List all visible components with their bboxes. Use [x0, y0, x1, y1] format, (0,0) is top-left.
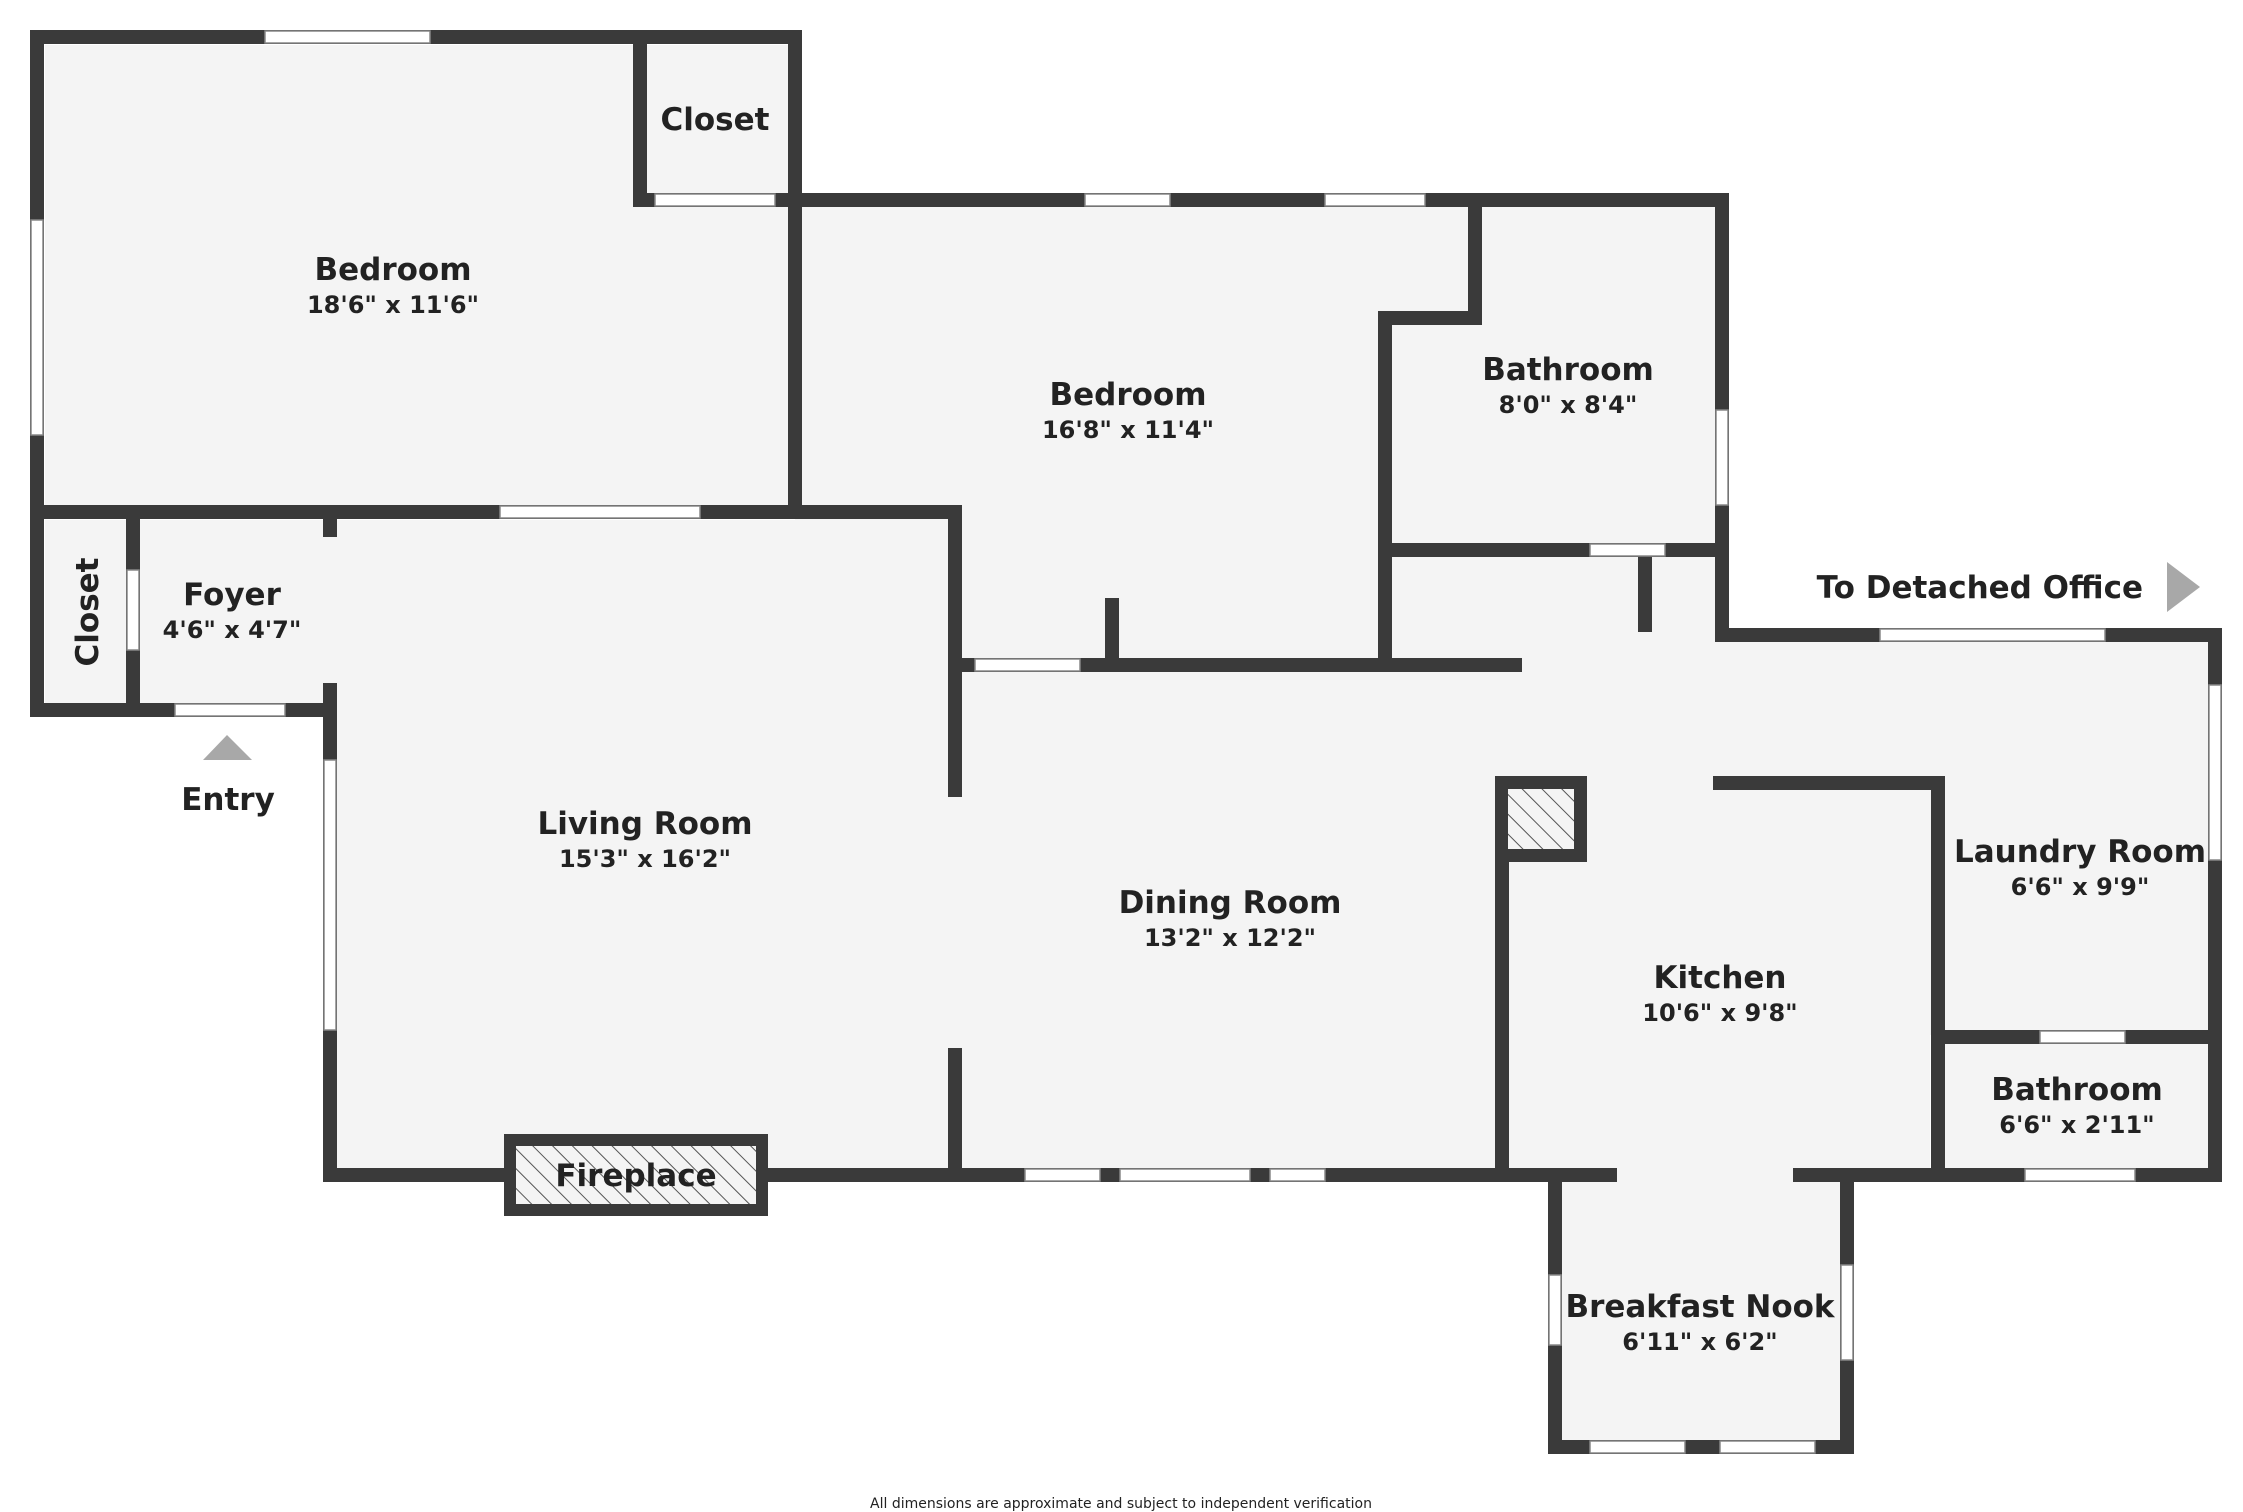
floor-living-room: [335, 520, 960, 1170]
window: [1879, 628, 2106, 642]
window: [2208, 684, 2222, 861]
detached-office-label: To Detached Office: [1817, 570, 2143, 606]
window: [1024, 1168, 1101, 1182]
room-name: Bedroom: [314, 252, 471, 288]
fireplace: Fireplace: [504, 1134, 768, 1216]
window: [1084, 193, 1171, 207]
room-dims: 4'6" x 4'7": [163, 616, 302, 644]
room-name: Breakfast Nook: [1565, 1289, 1835, 1325]
window: [1719, 1440, 1816, 1454]
room-name: Bathroom: [1482, 352, 1654, 388]
window: [1324, 193, 1426, 207]
room-name: Closet: [661, 102, 770, 138]
room-dims: 16'8" x 11'4": [1042, 416, 1214, 444]
room-name: Kitchen: [1653, 960, 1786, 996]
detached-office-arrow-icon: [2167, 562, 2200, 612]
room-name: Dining Room: [1119, 885, 1342, 921]
floor-bathroom-2: [1935, 1040, 2210, 1170]
room-dims: 6'11" x 6'2": [1622, 1328, 1777, 1356]
window: [264, 30, 431, 44]
room-dims: 6'6" x 2'11": [1999, 1111, 2154, 1139]
entry-arrow-icon: [203, 735, 252, 760]
room-name: Bedroom: [1049, 377, 1206, 413]
window: [2024, 1168, 2136, 1182]
room-dims: 6'6" x 9'9": [2011, 873, 2150, 901]
window: [1840, 1264, 1854, 1361]
floor-foyer: [140, 520, 335, 705]
room-dims: 13'2" x 12'2": [1144, 924, 1316, 952]
floor-dining-room: [960, 665, 1505, 1170]
window: [1269, 1168, 1326, 1182]
room-name: Closet: [70, 557, 106, 666]
floor-closet-2: [45, 520, 130, 705]
door-opening: [174, 703, 286, 717]
room-dims: 18'6" x 11'6": [307, 291, 479, 319]
room-dims: 15'3" x 16'2": [559, 845, 731, 873]
door-opening: [499, 505, 701, 519]
window: [30, 219, 44, 436]
windows: [30, 30, 2222, 1454]
window: [1119, 1168, 1251, 1182]
window: [323, 759, 337, 1031]
window: [1548, 1274, 1562, 1346]
door-opening: [654, 193, 776, 207]
chimney-block: [1508, 789, 1574, 849]
fireplace-outline: [504, 1134, 768, 1216]
room-name: Laundry Room: [1954, 834, 2206, 870]
floor-breakfast-nook: [1555, 1170, 1840, 1440]
door-opening: [974, 658, 1081, 672]
door-opening: [2039, 1030, 2126, 1044]
floor-bathroom-1: [1385, 205, 1715, 550]
room-name: Bathroom: [1991, 1072, 2163, 1108]
room-dims: 10'6" x 9'8": [1642, 999, 1797, 1027]
floor-laundry: [1700, 635, 2210, 1035]
room-labels: Bedroom 18'6" x 11'6" Closet Bedroom 16'…: [70, 102, 2206, 1356]
entry-label: Entry: [181, 782, 275, 818]
room-name: Foyer: [183, 577, 281, 613]
window: [1589, 1440, 1686, 1454]
room-name: Living Room: [537, 806, 752, 842]
floor-areas: [45, 45, 2210, 1440]
room-dims: 8'0" x 8'4": [1499, 391, 1638, 419]
door-opening: [126, 569, 140, 651]
window: [1715, 409, 1729, 506]
door-opening: [1589, 543, 1666, 557]
footnote: All dimensions are approximate and subje…: [870, 1496, 1372, 1512]
floor-closet-1: [640, 45, 795, 200]
fireplace-label: Fireplace: [555, 1158, 716, 1194]
